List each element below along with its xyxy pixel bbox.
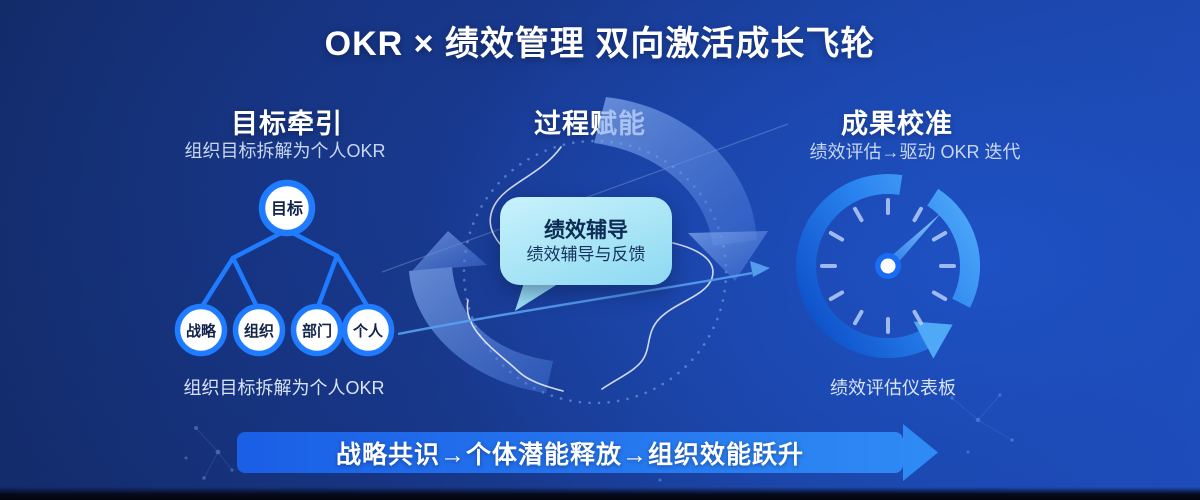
- gauge-ring: [796, 174, 981, 358]
- tree-leaf-label: 战略: [186, 322, 217, 340]
- gauge-arrowhead: [913, 321, 953, 359]
- tree-leaf-node: 个人: [341, 303, 395, 357]
- right-section-heading: 成果校准: [841, 109, 953, 139]
- plexus-lines: [195, 394, 1013, 479]
- tree-leaf-node: 组织: [232, 303, 286, 357]
- bottom-dark-strip: [0, 487, 1200, 500]
- cycle-arrow-right: [594, 97, 768, 281]
- cycle-arrows-icon: [381, 97, 789, 405]
- gauge-needle: [884, 213, 941, 270]
- tree-connector-lines: [200, 227, 369, 308]
- org-tree-icon: 目标 战略 组织 部门 个人: [174, 179, 395, 357]
- banner-arrow-shape: [237, 424, 938, 481]
- plexus-dots: [184, 393, 1014, 482]
- left-section-subtitle: 组织目标拆解为个人OKR: [184, 141, 386, 161]
- bubble-title: 绩效辅导: [544, 218, 628, 242]
- speedometer-gauge-icon: [796, 174, 981, 359]
- right-section-subtitle: 绩效评估→驱动 OKR 迭代: [809, 142, 1021, 162]
- tree-leaf-label: 部门: [302, 322, 332, 340]
- cycle-arrow-left: [409, 231, 553, 393]
- gauge-hub: [875, 253, 901, 279]
- tree-leaf-node: 战略: [174, 303, 228, 357]
- page-title: OKR × 绩效管理 双向激活成长飞轮: [324, 25, 876, 63]
- dotted-cycle-ring: [462, 139, 728, 405]
- right-section-caption: 绩效评估仪表板: [830, 378, 956, 398]
- tree-root-label: 目标: [271, 200, 303, 218]
- tree-root-node: 目标: [258, 179, 316, 237]
- speech-bubble-icon: 绩效辅导 绩效辅导与反馈: [500, 197, 672, 285]
- banner-text: 战略共识→个体潜能释放→组织效能跃升: [335, 440, 804, 469]
- right-arrow-banner-icon: [237, 424, 938, 481]
- flow-arrow-thin: [397, 261, 770, 336]
- left-section-caption: 组织目标拆解为个人OKR: [183, 378, 385, 398]
- tree-leaf-label: 组织: [244, 322, 274, 340]
- gauge-tick-marks: [820, 198, 956, 334]
- tree-leaf-label: 个人: [352, 322, 384, 340]
- tree-leaf-node: 部门: [290, 303, 344, 357]
- left-section-heading: 目标牵引: [231, 109, 343, 139]
- bubble-text: 绩效辅导与反馈: [526, 244, 646, 264]
